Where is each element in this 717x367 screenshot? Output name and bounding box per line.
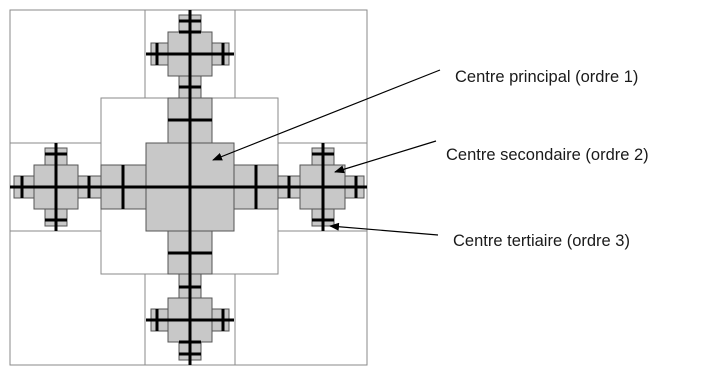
callout-arrows	[212, 69, 441, 236]
label-order3: Centre tertiaire (ordre 3)	[453, 232, 630, 250]
arrow-order1	[212, 69, 441, 161]
arrow-order2	[334, 140, 437, 174]
route-lines	[10, 10, 367, 365]
label-order2: Centre secondaire (ordre 2)	[446, 146, 649, 164]
arrow-order3	[329, 222, 439, 236]
label-order1: Centre principal (ordre 1)	[455, 68, 638, 86]
